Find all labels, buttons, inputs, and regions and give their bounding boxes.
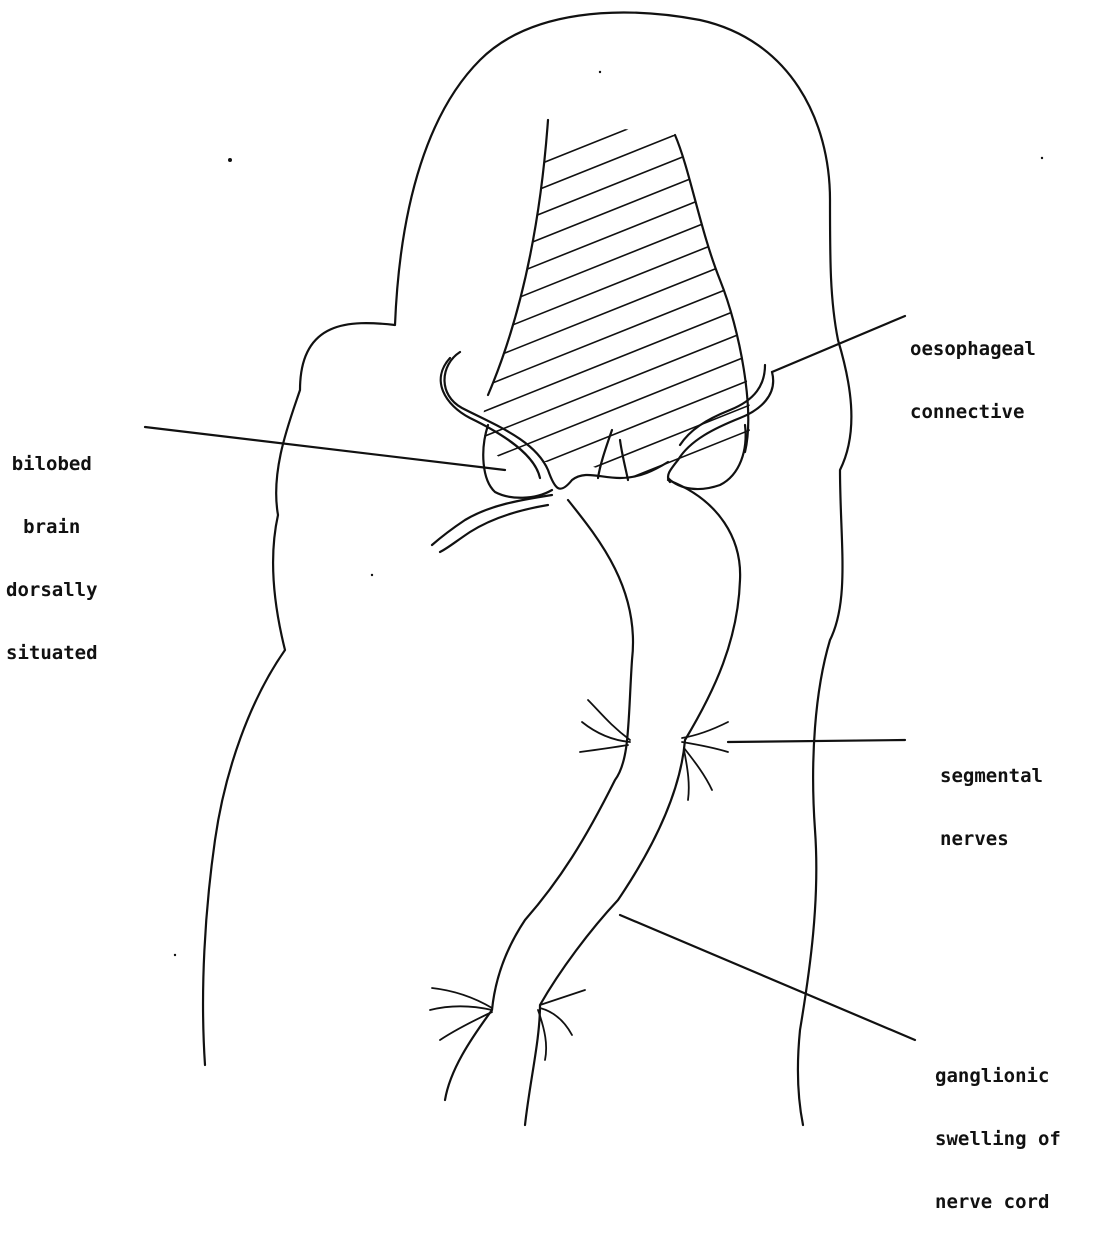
leader-oesophageal <box>772 316 905 372</box>
label-ganglionic-line-1: ganglionic <box>935 1066 1061 1087</box>
label-brain-line-3: dorsally <box>6 580 98 601</box>
label-ganglionic-swelling: ganglionic swelling of nerve cord <box>935 1024 1061 1255</box>
segmental-nerves-upper <box>580 700 728 800</box>
nerve-cord-right-edge <box>525 480 740 1125</box>
leader-segmental <box>728 740 905 742</box>
label-ganglionic-line-2: swelling of <box>935 1129 1061 1150</box>
label-oesophageal-connective: oesophageal connective <box>910 297 1036 465</box>
segmental-nerves-lower <box>430 988 585 1060</box>
label-brain-line-2: brain <box>6 517 98 538</box>
label-brain-line-4: situated <box>6 643 98 664</box>
pharynx-outline <box>488 120 548 395</box>
label-brain-line-1: bilobed <box>6 454 98 475</box>
leader-ganglionic <box>620 915 915 1040</box>
label-bilobed-brain: bilobed brain dorsally situated <box>6 412 98 706</box>
body-outline <box>203 13 851 1125</box>
leader-brain <box>145 427 505 470</box>
label-ganglionic-line-3: nerve cord <box>935 1192 1061 1213</box>
label-segmental-line-1: segmental <box>940 766 1043 787</box>
pharynx-hatching <box>450 60 800 600</box>
label-oesophageal-line-1: oesophageal <box>910 339 1036 360</box>
connective-left <box>445 352 669 489</box>
diagram-drawing <box>0 0 1117 1131</box>
earthworm-nervous-system-diagram: oesophageal connective bilobed brain dor… <box>0 0 1117 1131</box>
brain-lobe-left <box>483 425 552 498</box>
label-segmental-nerves: segmental nerves <box>940 724 1043 892</box>
label-segmental-line-2: nerves <box>940 829 1043 850</box>
label-oesophageal-line-2: connective <box>910 402 1036 423</box>
